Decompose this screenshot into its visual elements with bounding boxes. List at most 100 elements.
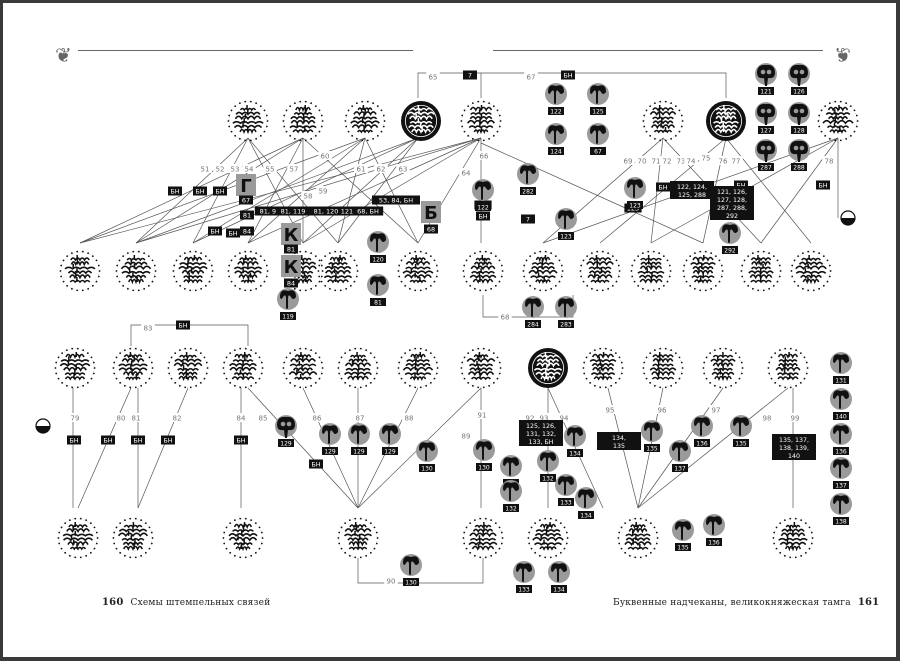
link-number-bg — [263, 164, 277, 173]
coin-pellet — [148, 377, 151, 380]
coin-pellet — [550, 252, 553, 255]
coin-legend-stroke — [67, 360, 70, 366]
countermark: 129 — [348, 423, 370, 456]
tamga-ram-icon — [644, 422, 660, 441]
coin-pellet — [533, 287, 536, 290]
coin-pellet — [376, 537, 379, 539]
coin-pellet — [338, 531, 341, 534]
coin-pellet — [590, 287, 593, 290]
coin-legend-stroke — [70, 535, 73, 541]
coin-legend-stroke — [827, 106, 849, 112]
coin-pellet — [549, 517, 552, 520]
link-number: 58 — [304, 193, 313, 201]
coin-pellet — [473, 519, 476, 522]
coin-image — [740, 250, 782, 292]
tamga-ram-icon — [590, 85, 606, 104]
coin-pellet — [713, 384, 716, 387]
coin-pellet — [668, 264, 671, 267]
stamp-number-box — [558, 232, 574, 240]
coin-legend-stroke — [625, 537, 651, 542]
coin-pellet — [655, 531, 658, 534]
tag-text: 7 — [526, 216, 530, 224]
coin-pellet — [397, 367, 400, 369]
coin-legend-stroke — [649, 111, 677, 116]
coin-pellet — [734, 352, 737, 355]
coin-pellet — [254, 381, 257, 384]
coin-pellet — [649, 352, 652, 355]
link-number-bg — [459, 168, 473, 177]
coin-pellet — [789, 386, 792, 389]
coin-legend-stroke — [303, 272, 306, 278]
coin-legend-stroke — [304, 127, 306, 132]
link-number: 96 — [658, 407, 667, 415]
coin-pellet — [57, 537, 60, 539]
coin-image — [222, 517, 264, 559]
coin-legend-stroke — [333, 268, 336, 274]
coin-legend-stroke — [354, 530, 356, 536]
coin-pellet — [806, 367, 809, 369]
coin-pellet — [419, 347, 422, 350]
coin-pellet — [95, 531, 98, 534]
coin-pellet — [800, 519, 803, 522]
coin-legend-stroke — [406, 111, 436, 116]
coin-pellet — [668, 275, 671, 278]
countermark: 125 — [587, 83, 609, 116]
coin-pellet — [408, 349, 411, 352]
coin-pellet — [803, 377, 806, 380]
coin-pellet — [463, 275, 466, 278]
tamga-ram-icon — [627, 179, 643, 198]
coin-pellet — [74, 556, 77, 559]
coin-pellet — [662, 284, 665, 287]
coin-pellet — [320, 264, 323, 267]
coin-pellet — [582, 259, 585, 262]
link-number-bg — [396, 164, 410, 173]
coin-legend-stroke — [646, 268, 648, 274]
coin-pellet — [471, 384, 474, 387]
coin-legend-stroke — [404, 274, 432, 280]
coin-legend-stroke — [478, 535, 481, 541]
coin-pellet — [611, 284, 614, 287]
coin-pellet — [258, 377, 261, 380]
tamga-eye — [799, 145, 805, 151]
coin-legend-stroke — [75, 352, 78, 357]
coin-pellet — [354, 386, 357, 389]
coin-pellet — [205, 361, 208, 364]
coin-pellet — [469, 255, 472, 258]
coin-pellet — [376, 134, 379, 137]
coin-legend-stroke — [59, 363, 91, 367]
coin-pellet — [293, 384, 296, 387]
coin-legend-stroke — [778, 359, 798, 363]
stamp-number-box — [833, 481, 849, 489]
link-number-bg — [621, 156, 635, 165]
coin-pellet — [469, 284, 472, 287]
coin-pellet — [774, 381, 777, 384]
coin-pellet — [642, 120, 645, 122]
coin-legend-stroke — [783, 369, 786, 375]
coin-pellet — [826, 280, 829, 283]
tag-box — [67, 435, 81, 445]
coin-pellet — [81, 250, 84, 253]
coin-legend-stroke — [637, 270, 665, 275]
coin-pellet — [206, 367, 209, 369]
coin-legend-stroke — [480, 268, 482, 274]
tag-text: БН — [228, 230, 237, 238]
coin-inner-ring — [532, 351, 565, 384]
coin-legend-stroke — [304, 277, 307, 282]
link-number: 77 — [732, 158, 741, 166]
coin-legend-stroke — [295, 106, 311, 113]
tamga-bident-icon — [277, 416, 295, 438]
tamga-eye — [760, 145, 766, 151]
link-number: 59 — [319, 188, 328, 196]
tamga-ram-icon — [558, 476, 574, 495]
coin-pellet — [743, 259, 746, 262]
coin-pellet — [144, 522, 147, 525]
coin-legend-stroke — [549, 522, 551, 527]
coin-legend-stroke — [477, 544, 480, 549]
coin-pellet — [477, 386, 480, 389]
tamga-ram-icon — [351, 425, 367, 444]
countermark: 136 — [703, 514, 725, 547]
coin-legend-stroke — [721, 374, 724, 379]
stamp-number: 130 — [478, 465, 490, 472]
stamp-number-box — [476, 463, 492, 471]
footer-right: Буквенные надчеканы, великокняжеская там… — [613, 597, 883, 608]
